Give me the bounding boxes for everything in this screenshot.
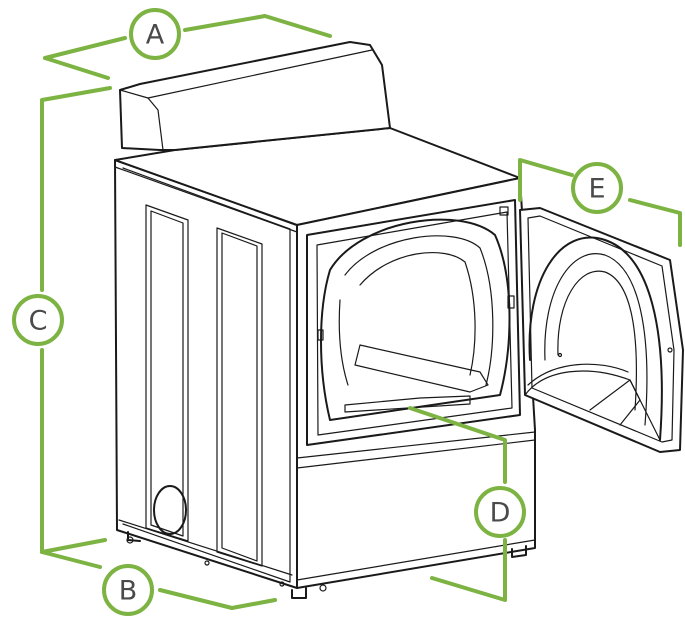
dimension-badge-b: B (102, 564, 154, 616)
dimension-badge-c: C (12, 294, 64, 346)
drum-rib-1 (344, 235, 494, 386)
side-screw-3 (279, 581, 285, 587)
dimension-label-b: B (119, 576, 138, 607)
dimension-e-line (518, 158, 682, 247)
exhaust-vent (153, 485, 187, 535)
side-recess-left-inner (150, 210, 184, 537)
dimension-badge-e: E (571, 162, 623, 214)
foot-front-left (291, 587, 307, 599)
dimension-label-c: C (29, 306, 48, 337)
door-window-arch-inner (544, 253, 648, 426)
dimension-b-line (40, 550, 277, 610)
lint-filter (344, 395, 471, 413)
dimension-label-a: A (146, 20, 165, 51)
door-window-arch-inner-2 (557, 270, 637, 411)
side-bottom-rail (116, 519, 298, 589)
dryer-side-panel (114, 159, 298, 589)
door-bowl-fold (589, 379, 641, 426)
control-console-face (119, 89, 164, 151)
door-hinge-pin (667, 347, 673, 353)
door-window-arch (528, 236, 663, 441)
dryer-door (519, 207, 684, 453)
dimension-label-e: E (588, 174, 605, 205)
dimension-badge-d: D (474, 486, 526, 538)
door-bowl-rim (527, 363, 629, 386)
drum-back-wall (338, 299, 349, 386)
door-hinge-upper (507, 295, 515, 309)
dimension-badge-a: A (129, 8, 181, 60)
side-screw-2 (204, 560, 210, 566)
door-latch (499, 206, 509, 216)
door-inner-border (527, 215, 675, 443)
side-recess-right-inner (221, 232, 258, 562)
dryer-front (296, 177, 536, 589)
door-strike (317, 329, 324, 341)
foot-front-right (511, 545, 527, 558)
control-console-back (119, 41, 391, 151)
dimension-label-d: D (490, 498, 511, 529)
dimension-lines (40, 14, 682, 610)
base-bottom-edge (296, 539, 536, 581)
drum-rib-2 (359, 252, 476, 376)
dimension-d-line (408, 406, 507, 602)
door-frame-outer (306, 199, 521, 446)
side-recess-left (145, 204, 189, 542)
door-frame-inner (316, 211, 513, 436)
control-console-top (147, 49, 373, 99)
foot-screw (319, 584, 327, 592)
dimension-a-line (43, 14, 332, 80)
side-panel-inner-edge (122, 167, 291, 583)
foot-rear-left (127, 531, 141, 542)
drum-baffle (354, 344, 489, 393)
door-screw (557, 352, 563, 358)
control-console-edge (119, 89, 123, 149)
dryer-illustration (114, 41, 684, 599)
